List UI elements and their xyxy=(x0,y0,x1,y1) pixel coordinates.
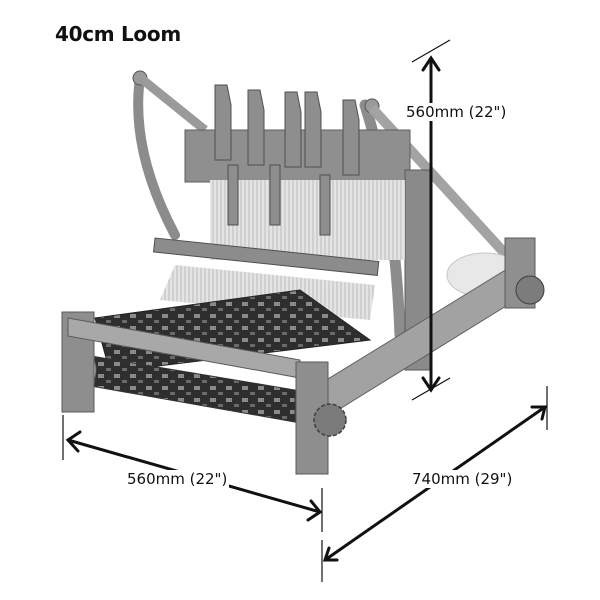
extension-lines xyxy=(62,39,548,582)
width-dimension-label: 560mm (22") xyxy=(125,470,230,488)
height-dimension-label: 560mm (22") xyxy=(404,103,509,121)
loom-frame xyxy=(61,70,545,475)
page-title: 40cm Loom xyxy=(55,22,181,46)
depth-dimension-label: 740mm (29") xyxy=(410,470,515,488)
